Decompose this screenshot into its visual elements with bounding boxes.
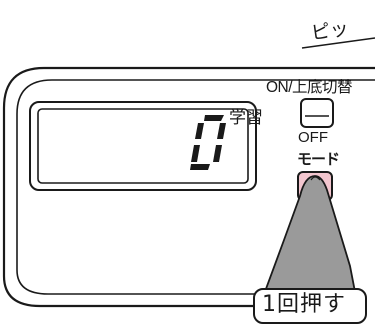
mode-button-label: モード [297,150,340,168]
power-off-label: OFF [298,129,328,146]
device-body [2,66,375,308]
lcd-screen-inner [37,108,249,184]
lcd-screen-outer [29,101,257,191]
instruction-callout-box [253,288,367,324]
device-inner-bezel [16,79,375,295]
instruction-text: 1回押す [262,292,346,317]
mode-button-hitarea[interactable] [298,172,332,200]
power-button-hitarea[interactable] [301,99,333,127]
power-button [300,98,334,128]
display-unit-label: 学習 [229,108,263,128]
sound-effect-text: ピッ [309,17,351,45]
seven-segment-digit [190,115,226,170]
power-button-label: ON/上底切替 [266,79,353,96]
